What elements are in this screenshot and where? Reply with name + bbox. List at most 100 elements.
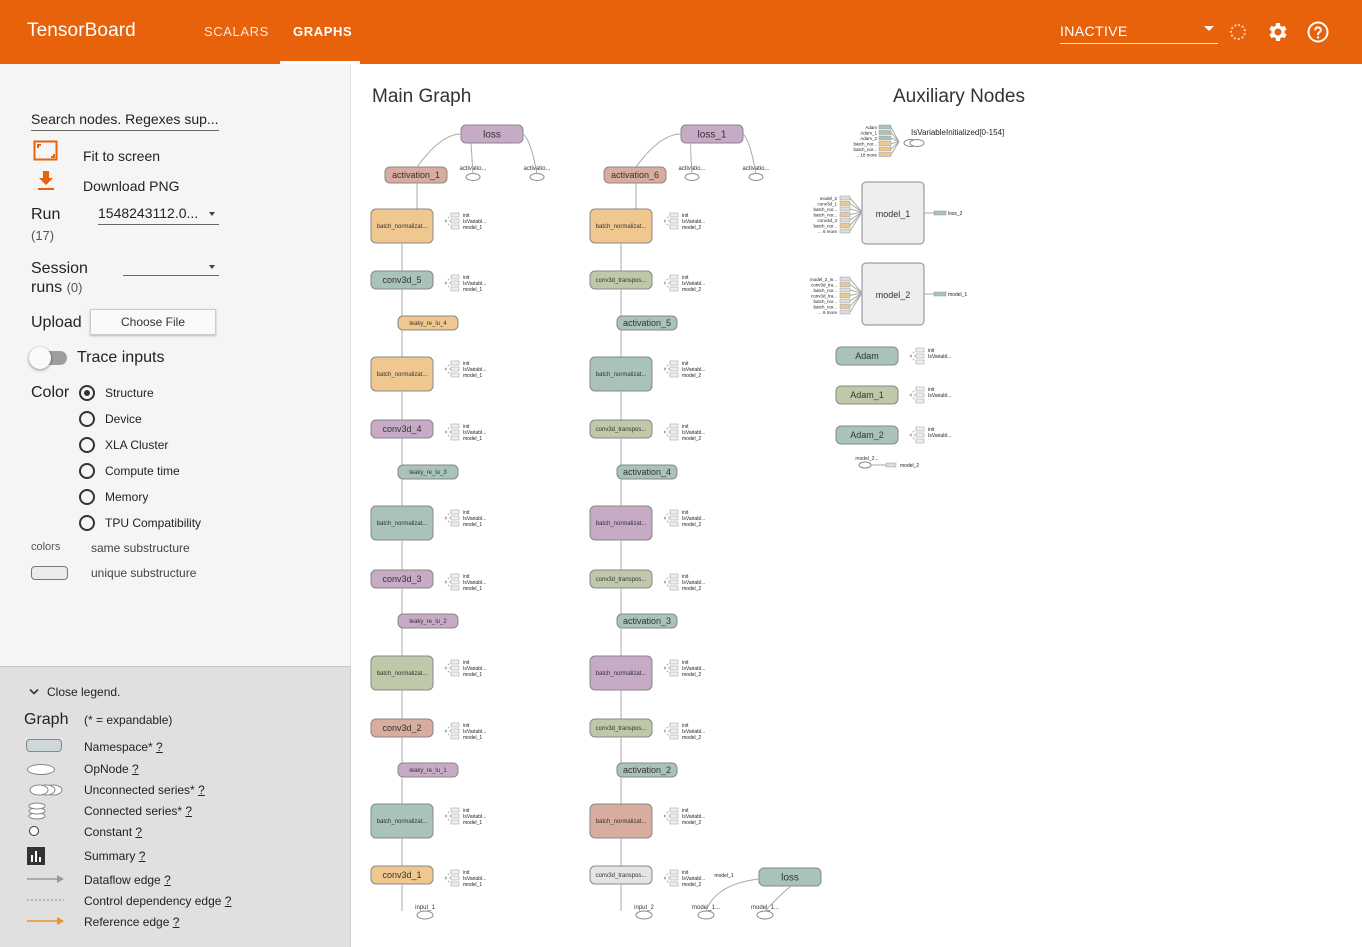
legend-connected-series: Connected series* ? [84,804,192,818]
col2-node-11[interactable] [616,762,678,778]
opnode-help-link[interactable]: ? [132,762,139,776]
namespace-help-link[interactable]: ? [156,740,163,754]
download-png-button[interactable]: Download PNG [83,178,180,194]
aux-model-1-input-1: conv3d_1 [817,202,837,207]
aux-model-2-input-box-4 [839,298,851,304]
radio-memory[interactable] [79,489,95,505]
choose-file-button[interactable]: Choose File [90,309,216,335]
aux-adam-node-2[interactable] [835,425,899,445]
legend-namespace-text: Namespace* [84,740,157,754]
col2-side-op-b[interactable] [748,173,764,181]
radio-device[interactable] [79,411,95,427]
col1-node-7-ref-label-0: init [463,574,470,580]
aux-model-2-input-4: batch_nor... [813,299,837,304]
col2-node-12-ref-edge-2 [663,815,671,823]
col2-input-node[interactable] [635,910,653,920]
search-input[interactable]: Search nodes. Regexes sup... [31,111,219,131]
col2-node-1-ref-label-1: IsVariabl... [682,281,705,287]
col1-node-12-ref-1 [450,813,460,819]
radio-structure[interactable] [79,385,95,401]
session-count: (0) [66,280,83,295]
aux-adam-node-1[interactable] [835,385,899,405]
col1-activation-top-node[interactable] [384,166,448,184]
col2-node-8[interactable] [616,613,678,629]
unconnected-series-help-link[interactable]: ? [198,783,205,797]
aux-model-1-out-label: loss_2 [948,211,963,217]
download-icon[interactable] [36,170,56,192]
tab-scalars[interactable]: SCALARS [204,24,269,39]
col1-node-6-ref-edge-0 [444,511,452,519]
col1-node-1-ref-1 [450,280,460,286]
col1-node-6-ref-label-0: init [463,510,470,516]
col2-node-7-ref-2 [669,585,679,591]
aux-adam-node-0[interactable] [835,346,899,366]
aux-model-1-input-box-5 [839,223,851,228]
aux-tail-op[interactable] [858,461,872,469]
col2-node-0-ref-1 [669,218,679,224]
col1-node-5[interactable] [397,464,459,480]
legend-reference-edge-text: Reference edge [84,915,173,929]
help-icon[interactable] [1306,20,1330,44]
col1-node-5-label: leaky_re_lu_3 [409,470,447,476]
loss-partial-op-c[interactable] [756,910,774,920]
connected-series-icon [28,802,46,820]
col2-activation-top-node[interactable] [603,166,667,184]
aux-init-op-2[interactable] [909,139,925,147]
tab-graphs[interactable]: GRAPHS [293,24,353,39]
loss-partial-op-b[interactable] [697,910,715,920]
col1-node-12-ref-2 [450,819,460,825]
trace-inputs-toggle-knob[interactable] [29,347,51,369]
reference-edge-help-link[interactable]: ? [172,915,180,929]
col1-side-op-b[interactable] [529,173,545,181]
col1-node-2[interactable] [397,315,459,331]
col1-node-10-ref-2 [450,734,460,740]
run-dropdown[interactable]: 1548243112.0... [98,205,219,225]
aux-model-1-input-box-2 [839,206,851,212]
summary-help-link[interactable]: ? [138,849,146,863]
col2-node-5[interactable] [616,464,678,480]
col1-node-13-ref-2 [450,881,460,887]
run-status-dropdown[interactable]: INACTIVE [1060,18,1218,44]
col2-node-2[interactable] [616,315,678,331]
radio-tpu-compatibility-label: TPU Compatibility [105,516,202,530]
fit-to-screen-button[interactable]: Fit to screen [83,148,161,164]
col2-node-0-ref-0 [669,212,679,218]
col2-node-0-ref-label-0: init [682,213,689,219]
gear-icon[interactable] [1266,20,1290,44]
col2-side-op-a[interactable] [684,173,700,181]
col1-side-op-a[interactable] [465,173,481,181]
radio-xla-cluster[interactable] [79,437,95,453]
col1-node-1-ref-0 [450,274,460,280]
expandable-note: (* = expandable) [84,713,173,727]
close-legend-button[interactable]: Close legend. [47,685,121,699]
col2-node-1-ref-edge-2 [663,282,671,290]
col2-node-7-ref-label-0: init [682,574,689,580]
control-dependency-edge-help-link[interactable]: ? [224,894,232,908]
col1-node-11[interactable] [397,762,459,778]
col2-node-6-ref-label-1: IsVariabl... [682,516,705,522]
legend-constant-text: Constant [84,825,136,839]
radio-tpu-compatibility[interactable] [79,515,95,531]
col1-input-node[interactable] [416,910,434,920]
chevron-down-icon[interactable] [29,688,39,696]
constant-help-link[interactable]: ? [135,825,143,839]
loss-partial-op-b-label: model_1... [692,905,720,911]
aux-init-input-box-3 [878,141,892,146]
dataflow-edge-help-link[interactable]: ? [164,873,171,887]
col1-node-9-ref-edge-0 [444,661,452,669]
radio-compute-time[interactable] [79,463,95,479]
loss-partial-node[interactable] [758,867,822,887]
aux-adam-2-ref-label-1: IsVariabl... [928,433,951,439]
aux-init-input-5: ... 18 more [855,153,877,158]
col1-node-1-ref-2 [450,286,460,292]
col2-input-label: input_2 [634,905,654,911]
col1-node-8[interactable] [397,613,459,629]
graph-svg[interactable]: lossactivation_1activatio...activatio...… [351,64,1362,947]
fit-to-screen-icon[interactable] [33,140,59,162]
col2-node-9-ref-label-1: IsVariabl... [682,666,705,672]
loss-partial-node-label: loss [781,872,799,883]
connected-series-help-link[interactable]: ? [185,804,193,818]
session-runs-dropdown[interactable] [123,260,219,276]
aux-adam-0-ref-edge-2 [909,355,917,363]
